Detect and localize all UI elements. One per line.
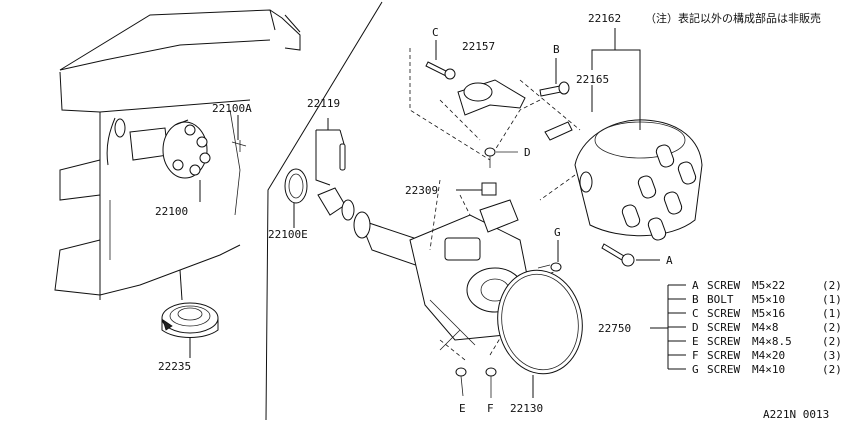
carbon-point-22165 — [544, 121, 573, 141]
parts-list-bracket — [650, 284, 686, 370]
label-22162: 22162 — [588, 12, 621, 25]
parts-list-qty: (2) — [822, 363, 842, 376]
parts-list-name: SCREW — [707, 335, 740, 348]
screw-E — [455, 367, 467, 397]
spring-part-22235 — [161, 302, 219, 338]
parts-list-qty: (3) — [822, 349, 842, 362]
label-22235: 22235 — [158, 360, 191, 373]
parts-list-key: F — [692, 349, 699, 362]
callout-F: F — [487, 402, 494, 415]
label-22100: 22100 — [155, 205, 188, 218]
screw-G — [537, 262, 562, 272]
parts-list-key: A — [692, 279, 699, 292]
parts-list-name: BOLT — [707, 293, 734, 306]
parts-list-qty: (1) — [822, 307, 842, 320]
label-22100A: 22100A — [212, 102, 252, 115]
callout-E: E — [459, 402, 466, 415]
label-22157: 22157 — [462, 40, 495, 53]
screw-D — [484, 147, 496, 168]
parts-list-qty: (2) — [822, 279, 842, 292]
label-22100E: 22100E — [268, 228, 308, 241]
parts-list-name: SCREW — [707, 307, 740, 320]
o-ring-22100E — [284, 168, 308, 204]
parts-list-name: SCREW — [707, 321, 740, 334]
screw-F — [485, 367, 497, 398]
distributor-cap-22162 — [574, 119, 703, 241]
parts-list-size: M5×16 — [752, 307, 785, 320]
distributor-assembly-small — [114, 118, 247, 179]
parts-list-key: E — [692, 335, 699, 348]
callout-C: C — [432, 26, 439, 39]
callout-B: B — [553, 43, 560, 56]
rotor-22157 — [457, 79, 526, 116]
parts-list-size: M4×10 — [752, 363, 785, 376]
parts-list-name: SCREW — [707, 363, 740, 376]
label-22119: 22119 — [307, 97, 340, 110]
callout-D: D — [524, 146, 531, 159]
screw-C — [425, 61, 456, 80]
parts-list-qty: (2) — [822, 335, 842, 348]
parts-list-size: M4×20 — [752, 349, 785, 362]
bolt-B — [539, 81, 570, 97]
parts-list-size: M4×8 — [752, 321, 779, 334]
callout-G: G — [554, 226, 561, 239]
label-22130: 22130 — [510, 402, 543, 415]
parts-list: A SCREW M5×22 (2) B BOLT M5×10 (1) C SCREW M5×16 (1… — [692, 279, 842, 376]
parts-list-key: G — [692, 363, 699, 376]
label-22309: 22309 — [405, 184, 438, 197]
plate-22309 — [481, 182, 497, 196]
parts-list-size: M4×8.5 — [752, 335, 792, 348]
parts-list-size: M5×22 — [752, 279, 785, 292]
gear-22119 — [317, 143, 355, 221]
parts-list-key: C — [692, 307, 699, 320]
parts-list-name: SCREW — [707, 279, 740, 292]
parts-list-key: B — [692, 293, 699, 306]
callout-A: A — [666, 254, 673, 267]
parts-list-qty: (1) — [822, 293, 842, 306]
parts-list-size: M5×10 — [752, 293, 785, 306]
note-text: （注）表記以外の構成部品は非販売 — [645, 11, 821, 25]
parts-list-name: SCREW — [707, 349, 740, 362]
engine-block-outline — [54, 9, 301, 301]
drawing-code: A221N 0013 — [763, 408, 829, 421]
separator-line — [265, 1, 383, 421]
label-22165: 22165 — [576, 73, 609, 86]
parts-list-qty: (2) — [822, 321, 842, 334]
o-ring-22130 — [497, 269, 583, 375]
screw-A — [601, 243, 635, 267]
label-22750: 22750 — [598, 322, 631, 335]
parts-list-key: D — [692, 321, 699, 334]
